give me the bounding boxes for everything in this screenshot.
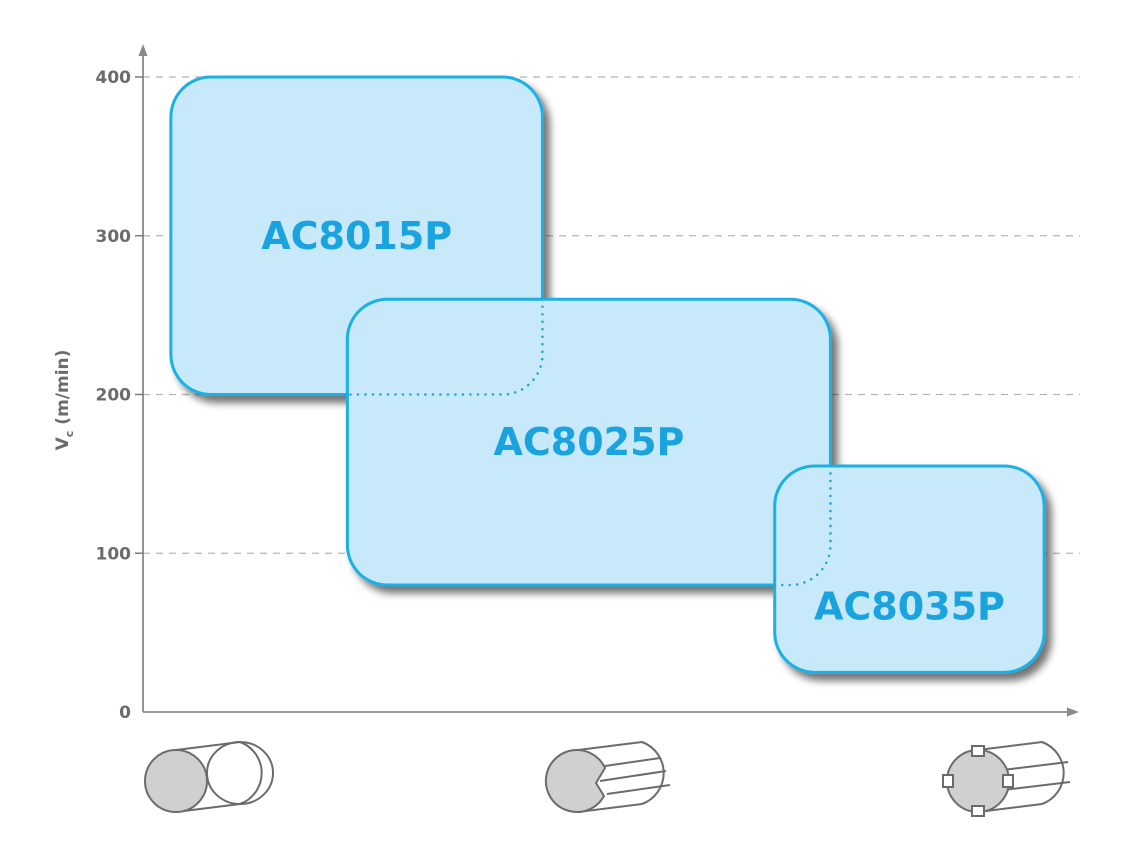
y-tick-label: 300 xyxy=(96,227,132,247)
heavy-interrupted-cutting-icon xyxy=(942,740,1071,817)
grade-boxes xyxy=(169,75,1046,674)
grade-label-ac8015p: AC8015P xyxy=(261,214,452,258)
light-interrupted-cutting-icon xyxy=(544,740,671,814)
y-tick-label: 100 xyxy=(96,544,132,564)
y-tick-label: 200 xyxy=(96,386,132,406)
y-tick-labels: 0 100 200 300 400 xyxy=(96,68,132,723)
y-axis-label-subscript: c xyxy=(63,431,76,438)
y-axis-label-symbol: V xyxy=(53,436,73,450)
grade-labels: AC8015P AC8025P AC8035P xyxy=(261,214,1005,629)
y-axis-label: Vc (m/min) xyxy=(53,350,76,451)
axes xyxy=(138,44,1079,717)
overlap-markers xyxy=(346,297,832,587)
grade-label-ac8035p: AC8035P xyxy=(814,584,1005,628)
y-tick-label: 400 xyxy=(96,68,132,88)
overlap-outline xyxy=(346,297,544,396)
grade-box-ac8035p xyxy=(773,464,1046,674)
grade-label-ac8025p: AC8025P xyxy=(493,420,684,464)
grade-box-ac8025p xyxy=(345,297,832,587)
continuous-cutting-icon xyxy=(144,740,274,814)
x-axis-arrow xyxy=(1067,707,1079,717)
y-axis-arrow xyxy=(138,44,148,56)
y-axis-label-unit: (m/min) xyxy=(53,350,73,425)
overlap-outline xyxy=(773,464,832,587)
y-tick-label: 0 xyxy=(119,703,131,723)
